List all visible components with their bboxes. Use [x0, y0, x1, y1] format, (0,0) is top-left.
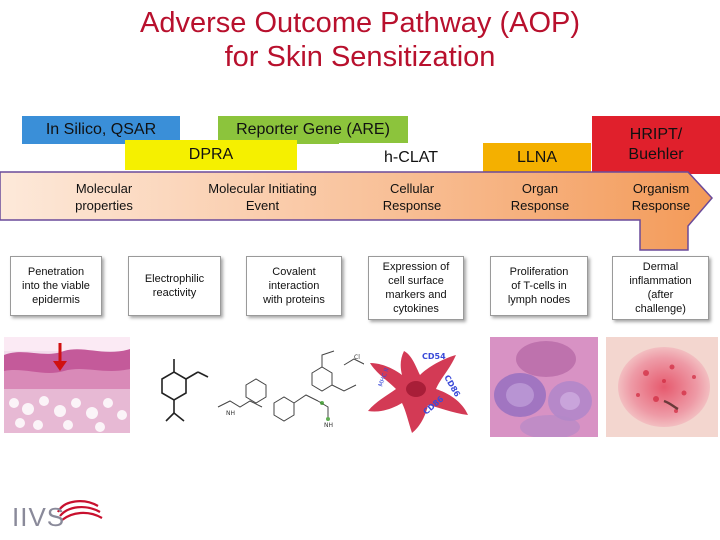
step-text: Expression of [382, 261, 450, 273]
step-text: (after [647, 289, 674, 301]
level-organism-line-2: Response [631, 198, 691, 213]
level-cellular-line-1: Cellular [389, 181, 435, 196]
step-text: Dermal [642, 261, 679, 273]
dermal-inflammation-image [606, 337, 718, 437]
step-text: inflammation [629, 275, 692, 287]
step-text: Penetration [27, 266, 85, 278]
step-covalent-interaction: Covalent interaction with proteins [246, 256, 342, 316]
page-title: Adverse Outcome Pathway (AOP) for Skin S… [0, 6, 720, 74]
pathway-arrow [0, 171, 714, 251]
step-text: of T-cells in [511, 280, 567, 292]
logo-text: IIVS [12, 502, 66, 532]
title-line-1: Adverse Outcome Pathway (AOP) [140, 7, 580, 39]
level-organ-line-1: Organ [521, 181, 559, 196]
marker-cd54: CD54 [422, 352, 446, 361]
level-molecular-properties: Molecular properties [52, 178, 156, 216]
method-hript-buehler: HRIPT/ Buehler [592, 116, 720, 174]
method-reporter-gene: Reporter Gene (ARE) [218, 116, 408, 144]
step-text: cell surface [388, 275, 444, 287]
step-electrophilic-reactivity: Electrophilic reactivity [128, 256, 221, 316]
step-text: cytokines [393, 303, 439, 315]
step-text: Proliferation [509, 266, 569, 278]
step-dermal-inflammation: Dermal inflammation (after challenge) [612, 256, 709, 320]
dendritic-cell-image: CD54 CD86 CD86 MHC II [364, 345, 472, 435]
svg-text:Cl: Cl [354, 354, 360, 361]
method-llna: LLNA [483, 143, 591, 173]
step-text: interaction [268, 280, 320, 292]
title-line-2: for Skin Sensitization [224, 41, 496, 73]
level-mie-line-2: Event [245, 198, 280, 213]
level-organ-line-2: Response [510, 198, 570, 213]
step-text: Electrophilic [144, 273, 205, 285]
skin-histology-image [4, 337, 130, 433]
step-text: reactivity [152, 287, 197, 299]
method-dpra: DPRA [125, 140, 297, 170]
method-qsar: In Silico, QSAR [22, 116, 180, 144]
step-proliferation: Proliferation of T-cells in lymph nodes [490, 256, 588, 316]
svg-text:NH: NH [324, 422, 333, 429]
step-text: markers and [385, 289, 447, 301]
hript-line-1: HRIPT/ [629, 126, 683, 143]
svg-text:NH: NH [226, 410, 235, 417]
step-text: lymph nodes [507, 294, 571, 306]
step-text: into the viable [22, 280, 90, 292]
step-text: challenge) [635, 303, 686, 315]
step-text: Covalent [272, 266, 316, 278]
hript-line-2: Buehler [628, 146, 684, 163]
level-molecular-line-1: Molecular [75, 181, 133, 196]
level-molecular-line-2: properties [75, 198, 133, 213]
step-text: epidermis [32, 294, 80, 306]
step-expression-markers: Expression of cell surface markers and cyto… [368, 256, 464, 320]
step-penetration: Penetration into the viable epidermis [10, 256, 102, 316]
level-cellular-line-2: Response [382, 198, 442, 213]
lymph-node-image [490, 337, 598, 437]
level-organism-line-1: Organism [632, 181, 690, 196]
iivs-logo [57, 500, 103, 521]
method-hclat: h-CLAT [339, 143, 483, 173]
step-text: with proteins [263, 294, 325, 306]
level-mie-line-1: Molecular Initiating [208, 181, 317, 196]
